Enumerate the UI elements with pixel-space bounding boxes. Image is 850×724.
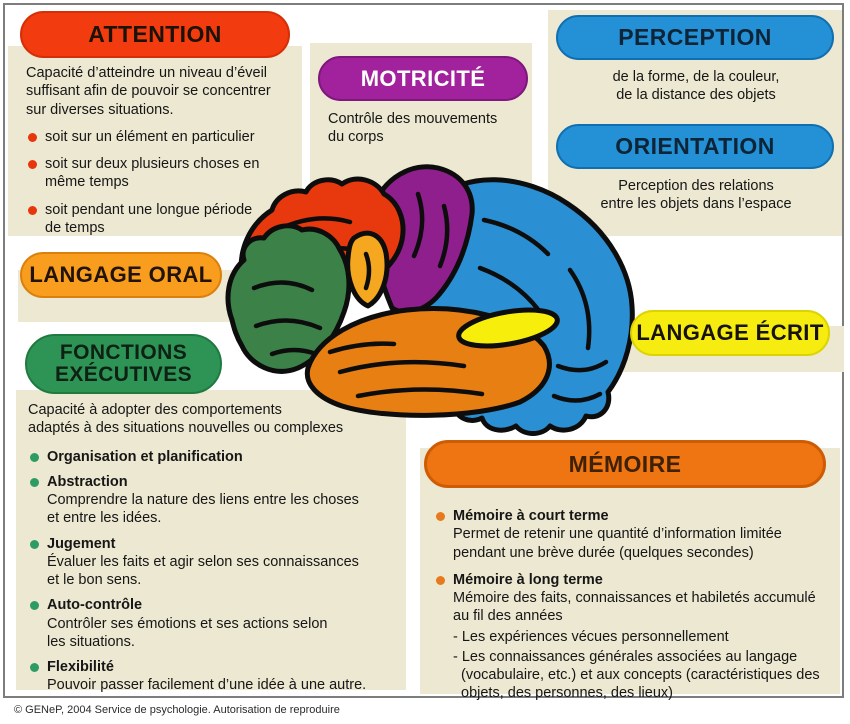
brain-sulcus [481, 217, 551, 257]
executive-item-organisation: Organisation et planification [28, 448, 402, 466]
memoire-item-court-terme: Mémoire à court terme Permet de retenir … [434, 507, 830, 562]
memoire-subitem-experiences: - Les expériences vécues personnellement [453, 628, 729, 645]
perception-header: PERCEPTION [556, 15, 834, 60]
brain-sulcus [363, 251, 372, 291]
brain-sulcus [269, 347, 319, 357]
attention-bullet-3: soit pendant une longue période de temps [26, 201, 294, 238]
brain-sulcus [411, 191, 425, 259]
perception-body: de la forme, de la couleur, de la distan… [612, 69, 780, 104]
fonctions-executives-header: FONCTIONS EXÉCUTIVES [25, 334, 222, 394]
bullet-dot-icon [30, 452, 39, 462]
memoire-subitem-connaissances: - Les connaissances générales associées … [453, 648, 820, 702]
brain-sulcus [437, 203, 450, 269]
brain-sulcus [477, 265, 543, 315]
bullet-dot-icon [30, 601, 39, 611]
executive-item-abstraction: Abstraction Comprendre la nature des lie… [28, 473, 402, 528]
brain-sulcus [355, 387, 485, 399]
brain-sulcus [251, 280, 315, 293]
langage-ecrit-header: LANGAGE ÉCRIT [630, 310, 830, 356]
panel-attention [8, 46, 302, 236]
attention-intro: Capacité d’atteindre un niveau d’éveil s… [26, 65, 271, 118]
copyright-footer: © GENeP, 2004 Service de psychologie. Au… [14, 704, 340, 716]
panel-fonctions-executives [16, 390, 406, 690]
motricite-body: Contrôle des mouvements du corps [328, 111, 498, 146]
attention-header: ATTENTION [20, 11, 290, 58]
bullet-dot-icon [28, 132, 37, 142]
brain-sulcus [337, 359, 467, 375]
brain-sulcus [555, 359, 609, 373]
fonctions-executives-body: Capacité à adopter des comportements ada… [28, 401, 402, 695]
brain-illustration [225, 164, 635, 436]
bullet-dot-icon [30, 477, 39, 487]
memoire-header: MÉMOIRE [424, 440, 826, 488]
bullet-dot-icon [436, 512, 445, 521]
brain-sulcus [327, 341, 397, 355]
bullet-dot-icon [30, 539, 39, 549]
attention-bullet-1: soit sur un élément en particulier [26, 128, 294, 146]
brain-region-language-area [456, 307, 560, 349]
attention-bullet-2: soit sur deux plusieurs choses en même t… [26, 155, 294, 192]
bullet-dot-icon [28, 160, 37, 170]
executive-item-autocontrole: Auto-contrôle Contrôler ses émotions et … [28, 596, 402, 651]
langage-oral-header: LANGAGE ORAL [20, 252, 222, 298]
orientation-body: Perception des relations entre les objet… [600, 178, 792, 213]
panel-memoire [420, 448, 840, 694]
memoire-body: Mémoire à court terme Permet de retenir … [434, 498, 830, 703]
brain-region-prefrontal [225, 223, 352, 374]
memoire-item-long-terme: Mémoire à long terme Mémoire des faits, … [434, 571, 830, 703]
fonctions-executives-header-line1: FONCTIONS [59, 341, 188, 365]
executive-item-flexibilite: Flexibilité Pouvoir passer facilement d’… [28, 658, 402, 695]
brain-sulcus [253, 318, 323, 331]
bullet-dot-icon [30, 663, 39, 673]
orientation-header: ORIENTATION [556, 124, 834, 169]
attention-body: Capacité d’atteindre un niveau d’éveil s… [26, 64, 294, 237]
executive-item-jugement: Jugement Évaluer les faits et agir selon… [28, 535, 402, 590]
bullet-dot-icon [436, 575, 445, 585]
bullet-dot-icon [28, 205, 37, 215]
fonctions-executives-intro: Capacité à adopter des comportements ada… [28, 402, 344, 437]
brain-sulcus [551, 391, 603, 403]
fonctions-executives-header-line2: EXÉCUTIVES [54, 363, 193, 386]
motricite-header: MOTRICITÉ [318, 56, 528, 101]
brain-sulcus [567, 267, 592, 351]
